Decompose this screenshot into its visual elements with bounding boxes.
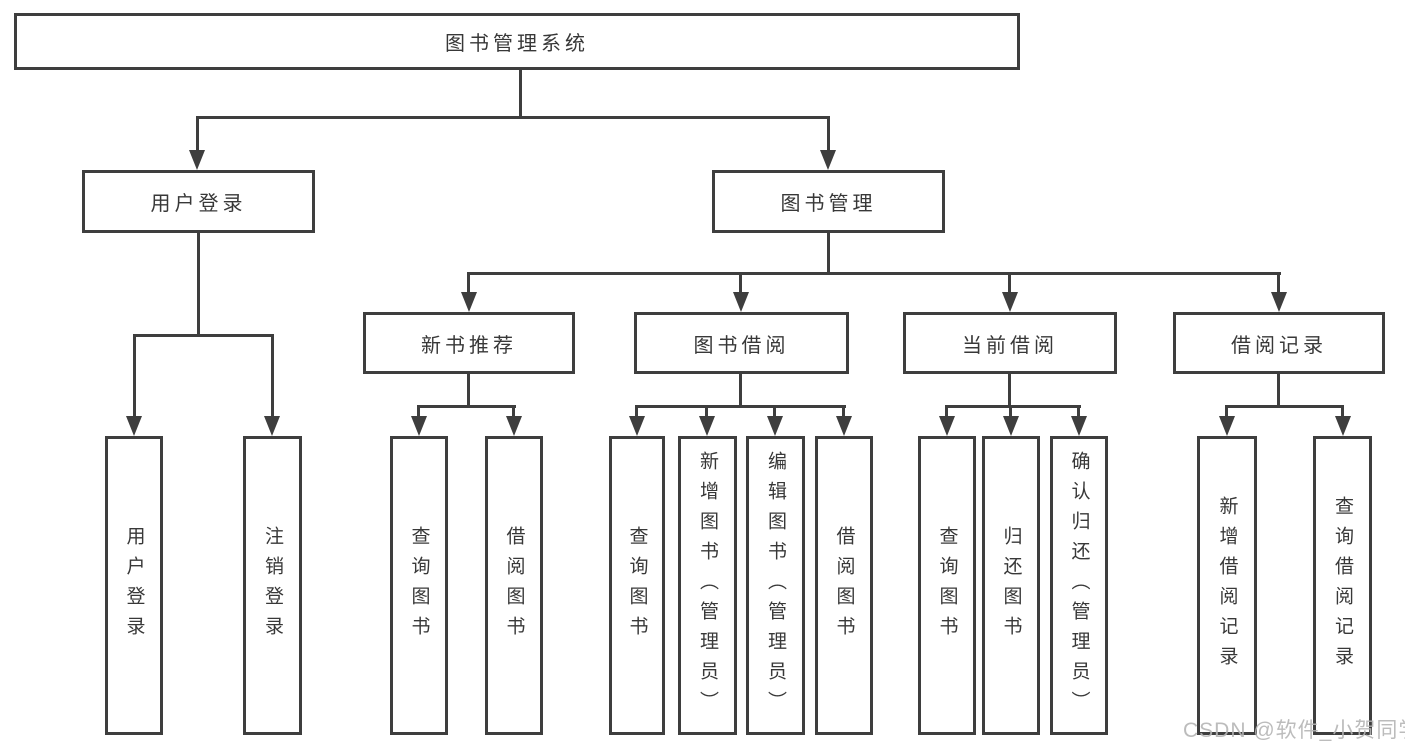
- leaf-borrow-books-label: 借阅图书: [833, 525, 855, 646]
- arrowhead-icon: [1003, 416, 1019, 436]
- connector-hline: [133, 334, 274, 337]
- node-book-management-label: 图书管理: [780, 193, 877, 215]
- leaf-logout: 注销登录: [243, 436, 302, 735]
- leaf-query-books-recommend-label: 查询图书: [408, 525, 430, 646]
- connector-vline: [1277, 272, 1280, 296]
- leaf-borrow-books: 借阅图书: [815, 436, 873, 735]
- leaf-user-login: 用户登录: [105, 436, 163, 735]
- connector-vline: [197, 233, 200, 337]
- connector-vline: [417, 405, 420, 421]
- connector-vline: [467, 374, 470, 408]
- connector-vline: [1008, 374, 1011, 408]
- arrowhead-icon: [1002, 292, 1018, 312]
- connector-vline: [519, 70, 522, 118]
- leaf-query-borrow-record: 查询借阅记录: [1313, 436, 1372, 735]
- connector-hline: [417, 405, 516, 408]
- connector-vline: [827, 116, 830, 154]
- leaf-return-books: 归还图书: [982, 436, 1040, 735]
- leaf-add-borrow-record-label: 新增借阅记录: [1216, 495, 1238, 676]
- arrowhead-icon: [836, 416, 852, 436]
- leaf-add-books-admin: 新增图书（管理员）: [678, 436, 737, 735]
- connector-vline: [773, 405, 776, 421]
- arrowhead-icon: [506, 416, 522, 436]
- connector-vline: [739, 374, 742, 408]
- node-book-management: 图书管理: [712, 170, 945, 233]
- node-current-borrow: 当前借阅: [903, 312, 1117, 374]
- leaf-add-books-admin-label: 新增图书（管理员）: [697, 450, 718, 721]
- node-root-label: 图书管理系统: [445, 33, 589, 55]
- node-borrow-records: 借阅记录: [1173, 312, 1385, 374]
- connector-vline: [1077, 405, 1080, 421]
- arrowhead-icon: [939, 416, 955, 436]
- connector-vline: [1225, 405, 1228, 421]
- leaf-confirm-return-admin: 确认归还（管理员）: [1050, 436, 1108, 735]
- connector-hline: [1225, 405, 1344, 408]
- leaf-borrow-books-recommend-label: 借阅图书: [503, 525, 525, 646]
- connector-vline: [705, 405, 708, 421]
- arrowhead-icon: [1219, 416, 1235, 436]
- connector-vline: [945, 405, 948, 421]
- connector-vline: [133, 334, 136, 420]
- leaf-query-books-recommend: 查询图书: [390, 436, 448, 735]
- leaf-query-borrow-record-label: 查询借阅记录: [1332, 495, 1353, 676]
- leaf-confirm-return-admin-label: 确认归还（管理员）: [1068, 450, 1090, 721]
- leaf-edit-books-admin: 编辑图书（管理员）: [746, 436, 805, 735]
- node-current-borrow-label: 当前借阅: [962, 334, 1058, 357]
- arrowhead-icon: [461, 292, 477, 312]
- leaf-logout-label: 注销登录: [262, 525, 283, 646]
- node-new-book-recommend-label: 新书推荐: [421, 334, 517, 357]
- node-new-book-recommend: 新书推荐: [363, 312, 575, 374]
- connector-vline: [1009, 405, 1012, 421]
- leaf-edit-books-admin-label: 编辑图书（管理员）: [765, 450, 786, 721]
- arrowhead-icon: [1335, 416, 1351, 436]
- connector-vline: [827, 233, 830, 275]
- node-book-borrow: 图书借阅: [634, 312, 849, 374]
- leaf-query-books-current: 查询图书: [918, 436, 976, 735]
- arrowhead-icon: [767, 416, 783, 436]
- connector-vline: [1277, 374, 1280, 408]
- connector-hline: [945, 405, 1081, 408]
- leaf-user-login-label: 用户登录: [123, 525, 145, 646]
- connector-vline: [635, 405, 638, 421]
- leaf-add-borrow-record: 新增借阅记录: [1197, 436, 1257, 735]
- leaf-borrow-books-recommend: 借阅图书: [485, 436, 543, 735]
- connector-vline: [512, 405, 515, 421]
- arrowhead-icon: [629, 416, 645, 436]
- arrowhead-icon: [733, 292, 749, 312]
- connector-vline: [467, 272, 470, 296]
- node-user-login: 用户登录: [82, 170, 315, 233]
- arrowhead-icon: [189, 150, 205, 170]
- arrowhead-icon: [126, 416, 142, 436]
- connector-hline: [467, 272, 1281, 275]
- connector-hline: [635, 405, 846, 408]
- connector-vline: [1008, 272, 1011, 296]
- connector-hline: [196, 116, 830, 119]
- leaf-query-books-current-label: 查询图书: [936, 525, 958, 646]
- watermark: CSDN @软件_小贺同学: [1183, 719, 1405, 742]
- leaf-return-books-label: 归还图书: [1000, 525, 1022, 646]
- connector-vline: [842, 405, 845, 421]
- arrowhead-icon: [411, 416, 427, 436]
- leaf-query-books-borrow-label: 查询图书: [626, 525, 648, 646]
- connector-vline: [1341, 405, 1344, 421]
- node-book-borrow-label: 图书借阅: [693, 334, 790, 357]
- arrowhead-icon: [820, 150, 836, 170]
- arrowhead-icon: [1071, 416, 1087, 436]
- arrowhead-icon: [1271, 292, 1287, 312]
- node-root: 图书管理系统: [14, 13, 1020, 70]
- connector-vline: [271, 334, 274, 420]
- connector-vline: [739, 272, 742, 296]
- node-user-login-label: 用户登录: [150, 193, 247, 215]
- arrowhead-icon: [699, 416, 715, 436]
- connector-vline: [196, 116, 199, 154]
- arrowhead-icon: [264, 416, 280, 436]
- leaf-query-books-borrow: 查询图书: [609, 436, 665, 735]
- node-borrow-records-label: 借阅记录: [1231, 334, 1327, 357]
